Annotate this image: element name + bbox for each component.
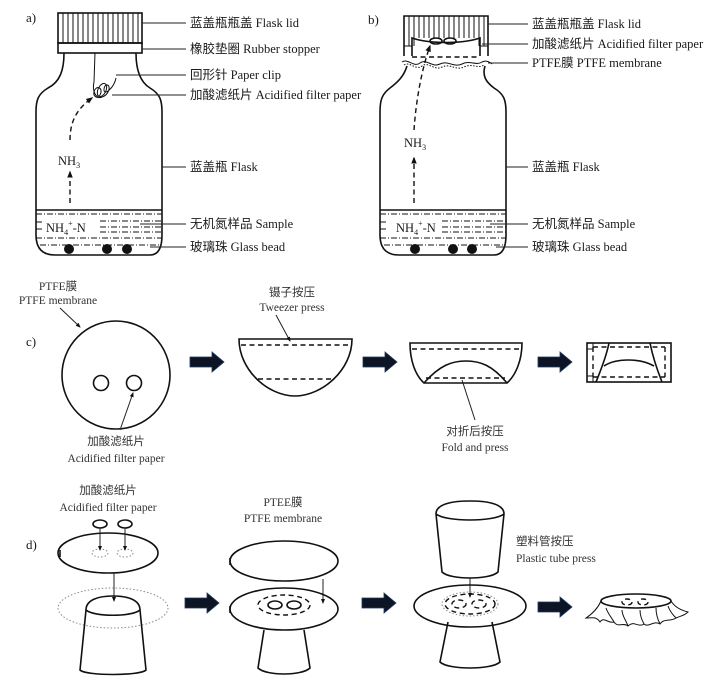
label-flask-lid-b: 蓝盖瓶瓶盖 Flask lid bbox=[532, 17, 642, 31]
folded-packet-c bbox=[586, 342, 672, 383]
label-ptfe-membrane-b: PTFE膜 PTFE membrane bbox=[532, 56, 662, 70]
label-glass-bead-b: 玻璃珠 Glass bead bbox=[532, 240, 628, 254]
fold-label-cn-c: 对折后按压 bbox=[446, 424, 504, 438]
label-filter-paper-b: 加酸滤纸片 Acidified filter paper bbox=[532, 36, 704, 51]
step3-assembly-d bbox=[413, 500, 527, 669]
step1-assembly-d bbox=[57, 519, 169, 676]
panel-b: b) bbox=[368, 12, 704, 256]
label-sample-b: 无机氮样品 Sample bbox=[532, 216, 636, 231]
flask-lid-a bbox=[57, 12, 143, 44]
filter-paper-2-d bbox=[117, 519, 133, 529]
flask-lid-b bbox=[403, 15, 489, 56]
rubber-stopper-a bbox=[57, 42, 143, 54]
process-arrow-d3 bbox=[537, 596, 573, 618]
panel-b-label: b) bbox=[368, 12, 379, 27]
filter-label-en-d: Acidified filter paper bbox=[59, 502, 156, 514]
flask-body-b bbox=[379, 65, 507, 256]
sealed-filter-unit-d bbox=[584, 593, 689, 627]
plastic-tube-press-d bbox=[435, 500, 505, 579]
glass-beads-a bbox=[64, 244, 132, 254]
filter-label-en-c: Acidified filter paper bbox=[67, 453, 164, 465]
fold-arc-c bbox=[423, 360, 508, 384]
filter-mount-d3 bbox=[413, 584, 527, 628]
ptfe-pointer-c bbox=[59, 307, 81, 328]
tweezer-label-en-c: Tweezer press bbox=[259, 302, 325, 314]
half-membrane-c bbox=[238, 338, 353, 397]
ptfe-label-cn-c: PTFE膜 bbox=[39, 280, 77, 293]
ptfe-membrane-disc-c bbox=[61, 320, 171, 430]
acidified-filter-paper-b bbox=[429, 37, 457, 45]
paper-clip-a bbox=[93, 52, 117, 99]
leader-lines-b bbox=[482, 23, 528, 248]
process-arrow-d2 bbox=[361, 592, 397, 614]
label-rubber-stopper-a: 橡胶垫圈 Rubber stopper bbox=[190, 41, 321, 56]
process-arrow-c3 bbox=[537, 351, 573, 373]
plastic-tube-base-d1 bbox=[79, 595, 147, 676]
label-paper-clip-a: 回形针 Paper clip bbox=[190, 67, 281, 82]
analyte-label-a: NH4+-N bbox=[46, 219, 86, 237]
acidified-filter-paper-a bbox=[96, 82, 108, 98]
filter-paper-disc-1-c bbox=[92, 374, 110, 392]
analyte-label-b: NH4+-N bbox=[396, 219, 436, 237]
ptfe-membrane-d2 bbox=[229, 540, 339, 582]
filter-label-cn-d: 加酸滤纸片 bbox=[79, 483, 137, 497]
panel-d: d) 加酸滤纸片 Acidified filter paper PTEE膜 PT… bbox=[26, 483, 689, 676]
process-arrow-c1 bbox=[189, 351, 225, 373]
tube-label-cn-d: 塑料管按压 bbox=[516, 534, 574, 548]
filter-mount-d2 bbox=[229, 587, 339, 631]
ptfe-membrane-d1 bbox=[57, 532, 159, 574]
ptfe-membrane-b bbox=[401, 56, 493, 69]
gas-label-a: NH3 bbox=[58, 154, 80, 170]
label-flask-lid-a: 蓝盖瓶瓶盖 Flask lid bbox=[190, 16, 300, 30]
fold-label-en-c: Fold and press bbox=[441, 442, 509, 454]
step2-assembly-d bbox=[229, 540, 339, 675]
ptfe-label-en-d: PTFE membrane bbox=[244, 513, 322, 525]
filter-pointer-c bbox=[119, 392, 134, 431]
label-sample-a: 无机氮样品 Sample bbox=[190, 216, 294, 231]
ptfe-label-cn-d: PTEE膜 bbox=[264, 496, 303, 509]
label-flask-b: 蓝盖瓶 Flask bbox=[532, 160, 600, 174]
ptfe-label-en-c: PTFE membrane bbox=[19, 295, 97, 307]
panel-a-label: a) bbox=[26, 10, 36, 25]
sample-layer-b bbox=[380, 209, 506, 246]
process-arrow-d1 bbox=[184, 592, 220, 614]
panel-a: a) bbox=[26, 10, 362, 256]
label-flask-a: 蓝盖瓶 Flask bbox=[190, 160, 258, 174]
glass-beads-b bbox=[410, 244, 477, 254]
gas-label-b: NH3 bbox=[404, 136, 426, 152]
label-filter-paper-a: 加酸滤纸片 Acidified filter paper bbox=[190, 87, 362, 102]
process-arrow-c2 bbox=[362, 351, 398, 373]
panel-c-label: c) bbox=[26, 334, 36, 349]
gas-flow-curve-b bbox=[413, 44, 431, 131]
leader-lines-a bbox=[112, 22, 186, 248]
filter-label-cn-c: 加酸滤纸片 bbox=[87, 434, 145, 448]
sample-layer-a bbox=[36, 209, 162, 246]
tube-label-en-d: Plastic tube press bbox=[516, 553, 596, 565]
panel-c: c) PTFE膜 PTFE membrane 加酸滤纸片 Acidified f… bbox=[19, 280, 672, 465]
panel-d-label: d) bbox=[26, 537, 37, 552]
tweezer-pointer-c bbox=[275, 314, 291, 342]
label-glass-bead-a: 玻璃珠 Glass bead bbox=[190, 240, 286, 254]
gas-flow-curve-a bbox=[69, 97, 94, 141]
filter-paper-disc-2-c bbox=[125, 374, 143, 392]
fold-pointer-c bbox=[461, 379, 476, 421]
flask-body-a bbox=[35, 52, 163, 256]
tweezer-label-cn-c: 镊子按压 bbox=[269, 285, 315, 299]
filter-paper-1-d bbox=[92, 519, 108, 529]
